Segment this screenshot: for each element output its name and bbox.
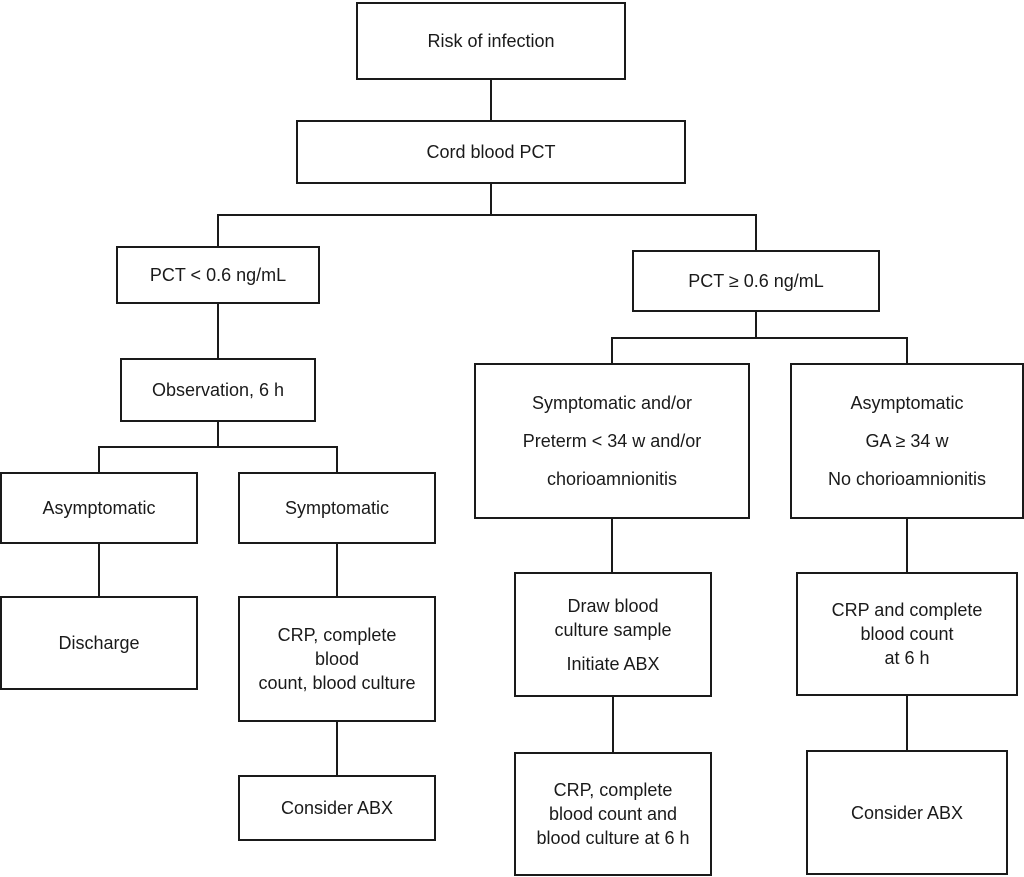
node-draw-line: Initiate ABX [566,653,660,674]
connector-obs-to-asym-low [98,422,219,472]
node-asym-high-line: GA ≥ 34 w [865,431,949,451]
node-low: PCT < 0.6 ng/mL [116,246,320,304]
node-sym-low-line: Symptomatic [284,498,390,518]
connector-obs-to-sym-low [217,422,338,472]
node-discharge: Discharge [0,596,198,690]
node-sym-high-line: chorioamnionitis [546,469,678,489]
node-sym-high-line: Preterm < 34 w and/or [522,431,702,451]
node-abx-low: Consider ABX [238,775,436,841]
node-crp-high-line: blood count and [548,804,678,824]
node-asym-high-line: No chorioamnionitis [827,469,987,489]
node-abx-high: Consider ABX [806,750,1008,875]
node-crp-high-line: CRP, complete [553,780,673,800]
node-crp-low: CRP, complete blood count, blood culture [238,596,436,722]
node-low-line: PCT < 0.6 ng/mL [149,265,287,285]
node-obs: Observation, 6 h [120,358,316,422]
node-obs-line: Observation, 6 h [151,380,285,400]
node-crp-6h-line: at 6 h [884,648,930,668]
node-abx-high-line: Consider ABX [850,802,964,823]
node-asym-high-line: Asymptomatic [850,393,964,413]
node-risk: Risk of infection [356,2,626,80]
node-draw-line: culture sample [554,619,672,640]
node-cord-line: Cord blood PCT [426,142,556,162]
node-discharge-line: Discharge [58,633,140,653]
node-risk-line: Risk of infection [427,31,555,51]
connector-high-to-asym-high [755,312,908,363]
node-abx-low-line: Consider ABX [280,798,394,818]
node-crp-high-line: blood culture at 6 h [536,828,690,848]
connector-high-to-sym-high [611,312,757,363]
node-high-line: PCT ≥ 0.6 ng/mL [688,271,824,291]
node-draw-line: Draw blood [567,595,659,616]
connector-cord-to-high [490,184,757,250]
node-sym-low: Symptomatic [238,472,436,544]
node-asym-low: Asymptomatic [0,472,198,544]
node-high: PCT ≥ 0.6 ng/mL [632,250,880,312]
node-asym-high: Asymptomatic GA ≥ 34 w No chorioamnionitis [790,363,1024,519]
node-crp-6h-line: blood count [860,624,954,644]
node-crp-low-line: blood [314,649,360,669]
node-asym-low-line: Asymptomatic [42,498,156,518]
node-crp-6h-line: CRP and complete [831,600,983,620]
node-crp-high: CRP, complete blood count and blood cultur… [514,752,712,876]
node-crp-low-line: CRP, complete [277,625,397,645]
node-crp-6h: CRP and complete blood count at 6 h [796,572,1018,696]
node-crp-low-line: count, blood culture [258,673,416,693]
connector-cord-to-low [217,184,492,246]
node-sym-high-line: Symptomatic and/or [531,393,693,413]
node-cord: Cord blood PCT [296,120,686,184]
